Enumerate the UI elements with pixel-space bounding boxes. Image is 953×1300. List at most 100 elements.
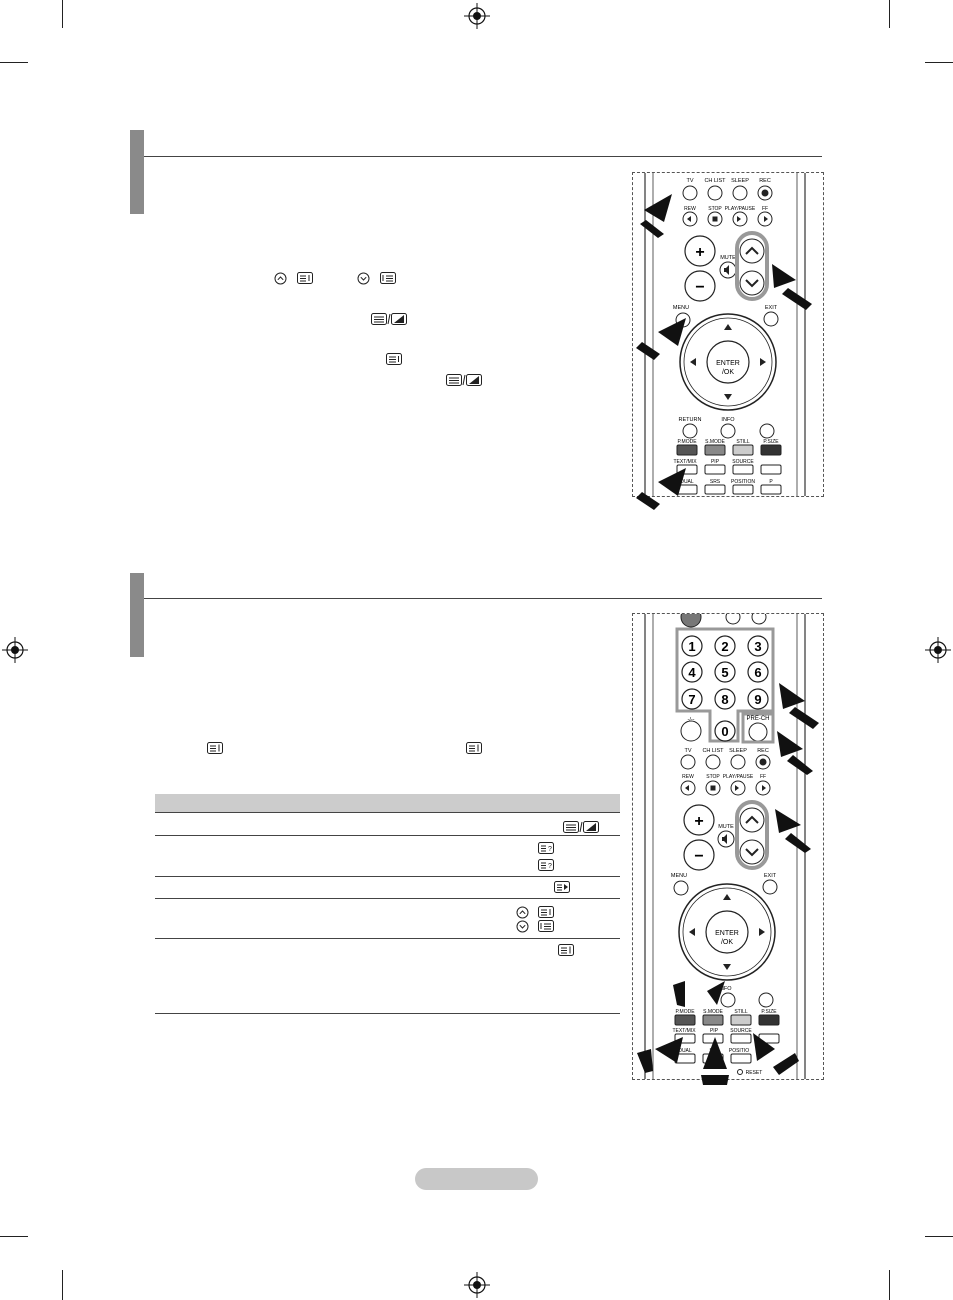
enter-ok-button[interactable] [706, 340, 750, 384]
channel-up-button[interactable] [739, 238, 765, 264]
sleep-button[interactable] [732, 185, 748, 201]
table-header-band [155, 794, 620, 812]
teletext-page-down-icon [380, 272, 396, 284]
yellow-button[interactable] [732, 444, 754, 456]
crop-mark [889, 0, 890, 28]
enter-ok-button[interactable] [705, 910, 749, 954]
program-up-button[interactable] [760, 464, 782, 475]
ch-list-button-label: CH LIST [702, 748, 724, 754]
digit-0-button[interactable] [714, 720, 736, 742]
fast-forward-icon [762, 785, 766, 791]
red-button[interactable] [676, 444, 698, 456]
ff-button-label: FF [760, 774, 766, 780]
ok-label: /OK [721, 939, 733, 946]
mute-button-label: MUTE [718, 824, 734, 830]
position-button[interactable] [730, 1053, 752, 1064]
digit-6-button[interactable] [747, 661, 769, 683]
anynet-button[interactable] [758, 992, 774, 1008]
teletext-info-icon: ? [538, 842, 554, 854]
rec-icon [759, 758, 767, 766]
chevron-up-icon [745, 815, 759, 824]
sleep-button-label: SLEEP [729, 748, 747, 754]
blue-button[interactable] [758, 1014, 780, 1026]
digit-4-button[interactable] [681, 661, 703, 683]
navigation-ring-inner [682, 887, 772, 977]
exit-button[interactable] [762, 879, 778, 895]
section-1-rule [144, 156, 822, 157]
return-button[interactable] [682, 423, 698, 439]
channel-down-button[interactable] [739, 270, 765, 296]
page-number-pill [415, 1168, 538, 1190]
mode-button[interactable] [725, 614, 741, 625]
position-label: POSITION [731, 479, 755, 485]
blue-button[interactable] [760, 444, 782, 456]
tv-button[interactable] [680, 754, 696, 770]
digit-8-label: 8 [721, 692, 728, 707]
channel-down-button[interactable] [739, 839, 765, 865]
red-button[interactable] [674, 1014, 696, 1026]
digit-3-button[interactable] [747, 635, 769, 657]
pip-label: PIP [710, 1028, 719, 1034]
menu-button[interactable] [673, 880, 689, 896]
registration-mark-icon [925, 637, 951, 663]
source-button[interactable] [732, 464, 754, 475]
source-top-button[interactable] [751, 614, 767, 625]
green-button[interactable] [704, 444, 726, 456]
sleep-button[interactable] [730, 754, 746, 770]
enter-label: ENTER [715, 930, 739, 937]
table-row-divider [155, 1013, 620, 1014]
ok-label: /OK [722, 369, 734, 376]
still-label: STILL [736, 439, 750, 445]
rewind-icon [685, 785, 689, 791]
green-button[interactable] [702, 1014, 724, 1026]
mute-button-label: MUTE [720, 255, 736, 261]
up-arrow-icon [274, 272, 287, 285]
teletext-hold-icon [207, 742, 223, 754]
digit-2-label: 2 [721, 639, 728, 654]
source-button[interactable] [730, 1033, 752, 1044]
down-arrow-icon [357, 272, 370, 285]
position-button[interactable] [732, 484, 754, 495]
volume-down-button[interactable] [684, 270, 716, 302]
table-row-divider [155, 812, 620, 813]
rew-button-label: REW [682, 774, 694, 780]
srs-button[interactable] [704, 484, 726, 495]
menu-button-label: MENU [671, 873, 687, 879]
tv-button[interactable] [682, 185, 698, 201]
digit-1-button[interactable] [681, 635, 703, 657]
anynet-button[interactable] [759, 423, 775, 439]
volume-up-button[interactable] [684, 235, 716, 267]
info-button[interactable] [720, 423, 736, 439]
source-label: SOURCE [732, 459, 754, 465]
digit-7-button[interactable] [681, 688, 703, 710]
channel-up-button[interactable] [739, 807, 765, 833]
yellow-button[interactable] [730, 1014, 752, 1026]
arrow-up-icon [723, 894, 731, 900]
srs-label: SRS [710, 479, 721, 485]
info-button[interactable] [720, 992, 736, 1008]
digit-9-button[interactable] [747, 688, 769, 710]
arrow-right-icon [759, 928, 765, 936]
ch-list-button[interactable] [705, 754, 721, 770]
pip-button[interactable] [704, 464, 726, 475]
chevron-down-icon [745, 848, 759, 857]
dash-button[interactable] [680, 720, 702, 742]
registration-mark-icon [464, 1272, 490, 1298]
ch-list-button[interactable] [707, 185, 723, 201]
crop-mark [0, 62, 28, 63]
minus-icon: − [695, 279, 704, 296]
rec-button-label: REC [757, 748, 769, 754]
power-button[interactable] [680, 614, 702, 628]
pointer-arrows [636, 194, 812, 510]
up-arrow-icon [516, 906, 529, 919]
exit-button[interactable] [763, 311, 779, 327]
digit-5-button[interactable] [714, 661, 736, 683]
digit-8-button[interactable] [714, 688, 736, 710]
volume-down-button[interactable] [683, 839, 715, 871]
digit-2-button[interactable] [714, 635, 736, 657]
program-down-button[interactable] [760, 484, 782, 495]
dual-label: DUAL [678, 1048, 692, 1054]
volume-up-button[interactable] [683, 804, 715, 836]
ch-list-button-label: CH LIST [704, 178, 726, 184]
enter-label: ENTER [716, 360, 740, 367]
